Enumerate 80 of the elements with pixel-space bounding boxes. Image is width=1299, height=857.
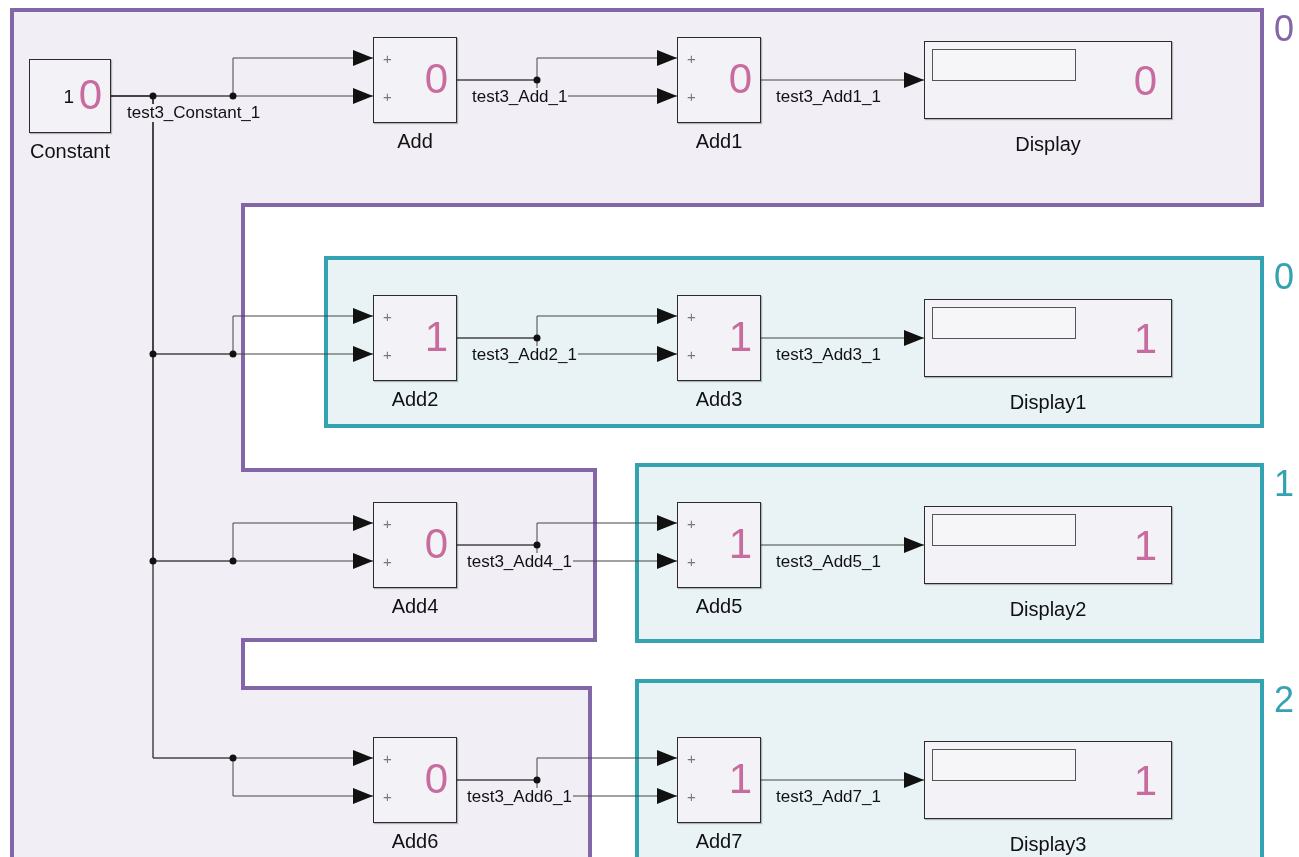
plus-sign: + bbox=[687, 516, 696, 531]
block-name: Add5 bbox=[695, 595, 743, 617]
edge-label: test3_Constant_1 bbox=[126, 104, 262, 122]
sum-block bbox=[373, 37, 457, 123]
signal-line bbox=[760, 772, 925, 788]
overlay-number: 0 bbox=[424, 523, 448, 565]
sum-block bbox=[677, 737, 761, 823]
constant-block bbox=[29, 59, 111, 133]
plus-sign: + bbox=[687, 51, 696, 66]
display-window bbox=[932, 49, 1076, 81]
edge-label: test3_Add5_1 bbox=[775, 553, 882, 571]
plus-sign: + bbox=[687, 789, 696, 804]
plus-sign: + bbox=[383, 51, 392, 66]
block-name: Add3 bbox=[695, 388, 743, 410]
display-window bbox=[932, 307, 1076, 339]
region-number: 0 bbox=[1273, 258, 1295, 296]
region-outline bbox=[326, 258, 1296, 426]
overlay-number: 0 bbox=[1133, 60, 1157, 102]
display-window bbox=[932, 514, 1076, 546]
overlay-number: 1 bbox=[1133, 760, 1157, 802]
block-name: Add bbox=[397, 130, 433, 152]
display-block bbox=[924, 506, 1172, 584]
plus-sign: + bbox=[687, 751, 696, 766]
plus-sign: + bbox=[687, 309, 696, 324]
plus-sign: + bbox=[687, 554, 696, 569]
display-block bbox=[924, 41, 1172, 119]
block-name: Display1 bbox=[1009, 391, 1087, 413]
overlay-number: 1 bbox=[728, 523, 752, 565]
edge-label: test3_Add2_1 bbox=[471, 346, 578, 364]
plus-sign: + bbox=[383, 516, 392, 531]
region-number: 2 bbox=[1273, 681, 1295, 719]
block-name: Add1 bbox=[695, 130, 743, 152]
edge-label: test3_Add3_1 bbox=[775, 346, 882, 364]
block-name: Add7 bbox=[695, 830, 743, 852]
plus-sign: + bbox=[383, 554, 392, 569]
sum-block bbox=[373, 502, 457, 588]
overlay-number: 0 bbox=[424, 758, 448, 800]
signal-line bbox=[760, 72, 925, 88]
overlay-number: 1 bbox=[1133, 318, 1157, 360]
overlay-number: 1 bbox=[1133, 525, 1157, 567]
plus-sign: + bbox=[687, 89, 696, 104]
edge-label: test3_Add7_1 bbox=[775, 788, 882, 806]
block-name: Add4 bbox=[391, 595, 439, 617]
edge-label: test3_Add1_1 bbox=[775, 88, 882, 106]
block-name: Display2 bbox=[1009, 598, 1087, 620]
signal-line bbox=[760, 537, 925, 553]
block-name: Display3 bbox=[1009, 833, 1087, 855]
plus-sign: + bbox=[383, 789, 392, 804]
block-name: Add6 bbox=[391, 830, 439, 852]
region-outline bbox=[637, 465, 1296, 641]
edge-label: test3_Add6_1 bbox=[466, 788, 573, 806]
constant-value: 1 bbox=[63, 87, 74, 106]
sum-block bbox=[373, 295, 457, 381]
edge-label: test3_Add_1 bbox=[471, 88, 569, 106]
display-block bbox=[924, 299, 1172, 377]
sum-block bbox=[677, 295, 761, 381]
overlay-number: 1 bbox=[728, 758, 752, 800]
plus-sign: + bbox=[687, 347, 696, 362]
block-name: Constant bbox=[29, 140, 111, 162]
region-number: 0 bbox=[1273, 10, 1295, 48]
overlay-number: 0 bbox=[728, 58, 752, 100]
sum-block bbox=[677, 502, 761, 588]
overlay-number: 1 bbox=[424, 316, 448, 358]
plus-sign: + bbox=[383, 89, 392, 104]
plus-sign: + bbox=[383, 347, 392, 362]
region-outline bbox=[637, 681, 1296, 857]
signal-line bbox=[760, 330, 925, 346]
plus-sign: + bbox=[383, 751, 392, 766]
sum-block bbox=[373, 737, 457, 823]
sum-block bbox=[677, 37, 761, 123]
display-window bbox=[932, 749, 1076, 781]
display-block bbox=[924, 741, 1172, 819]
block-name: Display bbox=[1015, 133, 1081, 155]
overlay-number: 0 bbox=[78, 74, 102, 116]
overlay-number: 1 bbox=[728, 316, 752, 358]
block-name: Add2 bbox=[391, 388, 439, 410]
overlay-number: 0 bbox=[424, 58, 448, 100]
edge-label: test3_Add4_1 bbox=[466, 553, 573, 571]
region-number: 1 bbox=[1273, 465, 1295, 503]
plus-sign: + bbox=[383, 309, 392, 324]
